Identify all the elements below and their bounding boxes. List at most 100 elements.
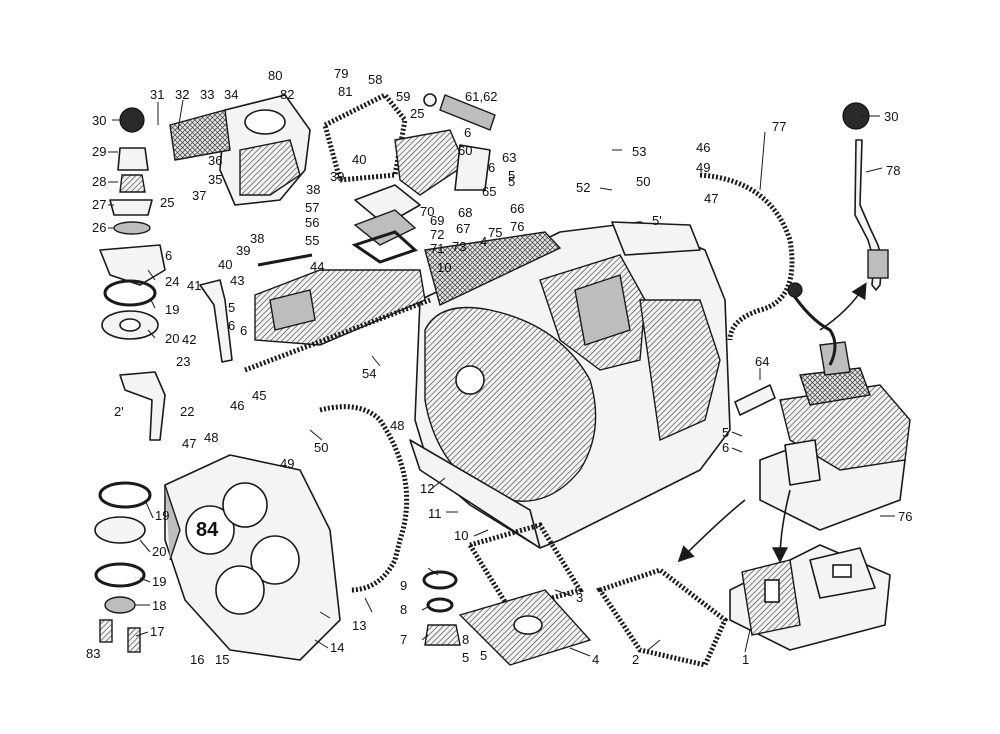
label-52: 52: [576, 180, 590, 195]
label-42: 42: [182, 332, 196, 347]
label-41: 41: [187, 278, 201, 293]
front-cover-plate: [164, 454, 341, 661]
upper-housing: [169, 94, 311, 206]
label-5-b: 5: [462, 650, 469, 665]
label-67: 67: [456, 221, 470, 236]
label-57: 57: [305, 200, 319, 215]
label-72: 72: [430, 227, 444, 242]
label-28: 28: [92, 174, 106, 189]
label-32: 32: [175, 87, 189, 102]
label-l5e: 5: [480, 648, 487, 663]
label-23: 23: [176, 354, 190, 369]
label-48-left: 48: [204, 430, 218, 445]
label-34: 34: [224, 87, 238, 102]
label-13: 13: [352, 618, 366, 633]
label-46-right: 46: [696, 140, 710, 155]
label-31: 31: [150, 87, 164, 102]
label-77: 77: [772, 119, 786, 134]
left-stack: [99, 107, 166, 340]
assembly-arrows: [677, 282, 867, 564]
label-81: 81: [338, 84, 352, 99]
gasket-13: [319, 404, 410, 593]
label-l6f: 6: [240, 323, 247, 338]
label-76-bottom: 76: [898, 509, 912, 524]
label-83: 83: [86, 646, 100, 661]
label-73: 73: [452, 239, 466, 254]
label-65: 65: [482, 184, 496, 199]
label-22: 22: [180, 404, 194, 419]
label-24: 24: [165, 274, 179, 289]
label-20-top: 20: [165, 331, 179, 346]
levers: [119, 279, 233, 441]
label-30-left: 30: [92, 113, 106, 128]
label-71: 71: [430, 241, 444, 256]
label-19-mid: 19: [155, 508, 169, 523]
label-16: 16: [190, 652, 204, 667]
label-56: 56: [305, 215, 319, 230]
label-47-right: 47: [704, 191, 718, 206]
label-5-right: 5: [722, 425, 729, 440]
label-80: 80: [268, 68, 282, 83]
label-48-mid: 48: [390, 418, 404, 433]
rail-64: [734, 384, 776, 416]
label-55: 55: [305, 233, 319, 248]
label-6-right: 6: [722, 440, 729, 455]
label-38-left: 38: [250, 231, 264, 246]
label-5-a: 5: [228, 300, 235, 315]
label-l5f: 5: [508, 168, 515, 183]
leader-lines: [108, 99, 895, 657]
label-5-c: 5: [508, 174, 515, 189]
label-58: 58: [368, 72, 382, 87]
label-35: 35: [208, 172, 222, 187]
label-76-top: 76: [510, 219, 524, 234]
label-27: 27: [92, 197, 106, 212]
label-11: 11: [428, 506, 442, 521]
top-cover: [729, 544, 891, 651]
label-75: 75: [488, 225, 502, 240]
plug-and-rings: [422, 570, 461, 646]
label-12: 12: [420, 481, 434, 496]
label-9: 9: [400, 578, 407, 593]
label-3: 3: [576, 590, 583, 605]
label-1: 1: [742, 652, 749, 667]
label-2-prime: 2': [114, 404, 124, 419]
label-54: 54: [362, 366, 376, 381]
label-2: 2: [632, 652, 639, 667]
shift-rail-cover: [244, 253, 431, 373]
gasket-58: [322, 91, 408, 183]
label-49-right: 49: [696, 160, 710, 175]
label-20-mid: 20: [152, 544, 166, 559]
label-6-d: 6: [488, 160, 495, 175]
label-6-c: 6: [464, 125, 471, 140]
label-39-mid: 39: [330, 169, 344, 184]
label-45: 45: [252, 388, 266, 403]
label-37: 37: [192, 188, 206, 203]
label-78: 78: [886, 163, 900, 178]
label-19-top: 19: [165, 302, 179, 317]
label-46-left: 46: [230, 398, 244, 413]
label-40-mid: 40: [352, 152, 366, 167]
label-63: 63: [502, 150, 516, 165]
label-69: 69: [430, 213, 444, 228]
label-50-left: 50: [314, 440, 328, 455]
bottom-plates: [458, 522, 729, 668]
label-68: 68: [458, 205, 472, 220]
left-lower-stack: [94, 481, 152, 653]
label-17: 17: [150, 624, 164, 639]
label-44: 44: [310, 259, 324, 274]
label-66: 66: [510, 201, 524, 216]
label-19-low: 19: [152, 574, 166, 589]
label-36: 36: [208, 153, 222, 168]
label-25-left: 25: [160, 195, 174, 210]
cable-77: [699, 172, 837, 366]
label-4-top: 4: [480, 234, 487, 249]
label-59: 59: [396, 89, 410, 104]
label-43: 43: [230, 273, 244, 288]
label-8-a: 8: [400, 602, 407, 617]
label-8-b: 8: [462, 632, 469, 647]
label-5-prime: 5': [652, 213, 662, 228]
label-6-left: 6: [165, 248, 172, 263]
label-60: 60: [458, 143, 472, 158]
part-labels: 30 31 32 33 34 29 28 27 26 25 35 36 37 3…: [86, 66, 912, 667]
